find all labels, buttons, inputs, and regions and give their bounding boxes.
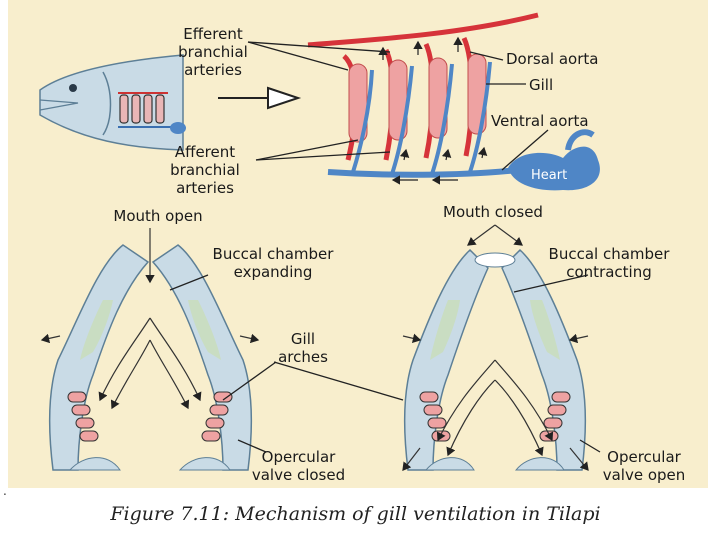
figure-panel: Efferent branchial arteries Dorsal aorta… xyxy=(8,0,708,488)
figure-caption: Figure 7.11: Mechanism of gill ventilati… xyxy=(110,503,601,525)
dorsal-aorta-vessel xyxy=(307,12,539,48)
mouth-closed-label: Mouth closed xyxy=(443,203,543,221)
ventral-aorta-vessel xyxy=(327,167,519,178)
buccal-contracting-label: Buccal chamber contracting xyxy=(548,245,670,281)
afferent-label: Afferent branchial arteries xyxy=(170,143,240,197)
efferent-label: Efferent branchial arteries xyxy=(178,25,248,79)
mouth-closed-diagram xyxy=(402,224,589,471)
heart-icon xyxy=(508,129,600,191)
gill-ventilation-diagram xyxy=(39,12,601,471)
opercular-closed-label: Opercular valve closed xyxy=(251,448,346,484)
mouth-open-label: Mouth open xyxy=(113,207,203,225)
opercular-open-label: Opercular valve open xyxy=(602,448,686,484)
gill-4 xyxy=(461,36,492,173)
gill-1 xyxy=(342,54,374,173)
edge-mark: . xyxy=(3,484,7,498)
gill-label: Gill xyxy=(529,76,554,94)
ventral-aorta-label: Ventral aorta xyxy=(491,112,589,130)
gill-3 xyxy=(423,42,454,175)
gill-2 xyxy=(383,48,414,175)
gill-arches-label: Gill arches xyxy=(278,330,328,366)
dorsal-aorta-label: Dorsal aorta xyxy=(506,50,599,68)
fish-head-icon xyxy=(39,54,186,151)
buccal-expanding-label: Buccal chamber expanding xyxy=(212,245,334,281)
mouth-open-diagram xyxy=(40,228,260,471)
leader-lines xyxy=(169,41,601,453)
gill-circulation xyxy=(307,12,600,191)
heart-label: Heart xyxy=(531,168,568,183)
open-arrow-icon xyxy=(218,86,302,110)
